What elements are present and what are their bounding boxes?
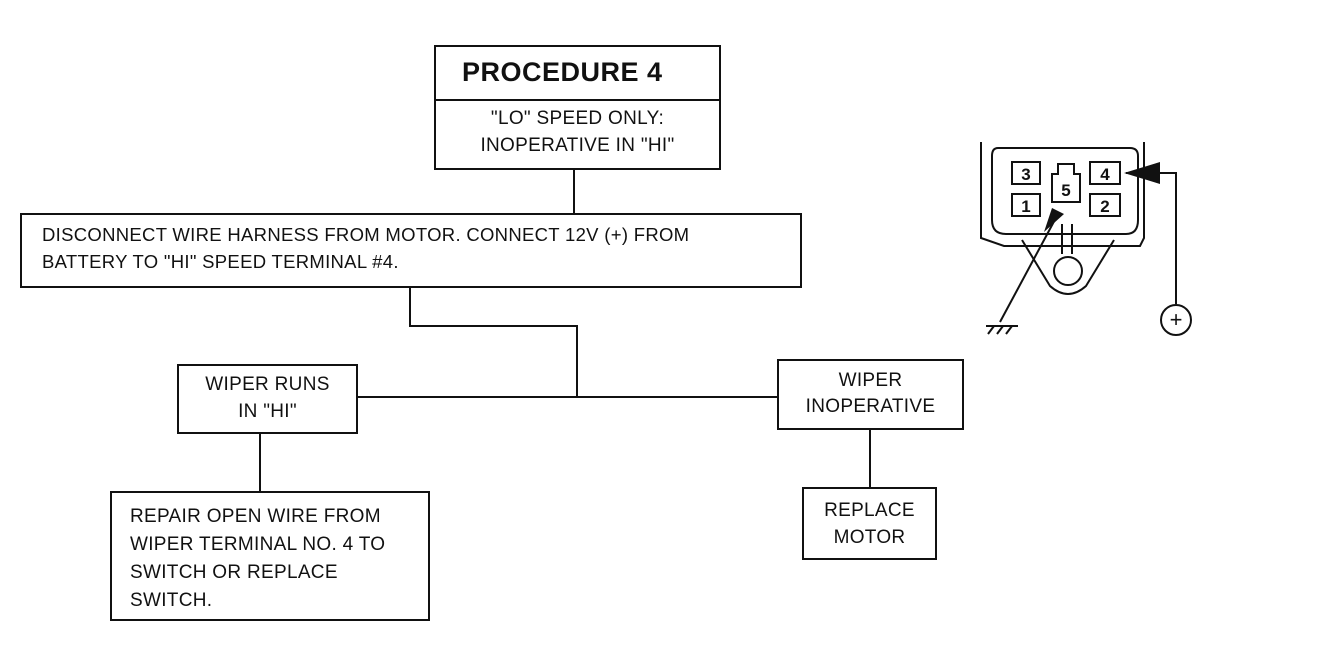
result-inoperative-line2: INOPERATIVE	[805, 396, 936, 417]
procedure-condition-line1: "LO" SPEED ONLY:	[490, 108, 665, 129]
terminal-5-outline	[1051, 163, 1081, 203]
ground-symbol-hatch	[996, 325, 1004, 335]
positive-terminal-circle	[1160, 304, 1192, 336]
result-runs-box	[177, 364, 358, 434]
action-repair-line3: SWITCH OR REPLACE	[130, 562, 338, 583]
procedure-title-cell	[436, 47, 719, 101]
terminal-1-label: 1	[1021, 197, 1030, 216]
terminal-3-label: 3	[1021, 165, 1030, 184]
terminal-4-label: 4	[1100, 165, 1110, 184]
positive-probe-arrow	[1124, 162, 1160, 184]
step-box	[20, 213, 802, 288]
action-repair-box	[110, 491, 430, 621]
procedure-box	[434, 45, 721, 170]
connector-inner-shell	[991, 147, 1139, 235]
terminal-5-label: 5	[1061, 181, 1070, 200]
result-inoperative-line1: WIPER	[838, 370, 903, 391]
ground-probe-wire	[999, 213, 1059, 323]
terminal-2-label: 2	[1100, 197, 1109, 216]
terminal-3-box	[1011, 161, 1041, 185]
step-line2: BATTERY TO "HI" SPEED TERMINAL #4.	[42, 251, 399, 272]
action-repair-line4: SWITCH.	[130, 590, 213, 611]
connector-step-to-branch	[409, 288, 578, 397]
result-runs-line1: WIPER RUNS	[205, 374, 330, 395]
step-line1: DISCONNECT WIRE HARNESS FROM MOTOR. CONN…	[42, 224, 690, 245]
action-repair-line1: REPAIR OPEN WIRE FROM	[130, 506, 381, 527]
terminal-1-box	[1011, 193, 1041, 217]
result-runs-line2: IN "HI"	[238, 401, 297, 422]
procedure-title: PROCEDURE 4	[462, 57, 663, 87]
positive-symbol: +	[1170, 307, 1183, 332]
result-inoperative-box	[777, 359, 964, 430]
action-replace-box	[802, 487, 937, 560]
action-replace-line2: MOTOR	[833, 527, 906, 548]
procedure-condition-line2: INOPERATIVE IN "HI"	[480, 135, 675, 156]
ground-probe-arrow	[1044, 208, 1064, 232]
ground-symbol-hatch	[1005, 325, 1013, 335]
positive-probe-wire	[1126, 172, 1177, 304]
action-replace-line1: REPLACE	[824, 500, 915, 521]
action-repair-line2: WIPER TERMINAL NO. 4 TO	[130, 534, 386, 555]
connector-mounting-tab	[1021, 239, 1115, 295]
terminal-4-box	[1089, 161, 1121, 185]
terminal-2-box	[1089, 193, 1121, 217]
ground-symbol-hatch	[987, 325, 995, 335]
connector-mounting-hole	[1053, 256, 1083, 286]
